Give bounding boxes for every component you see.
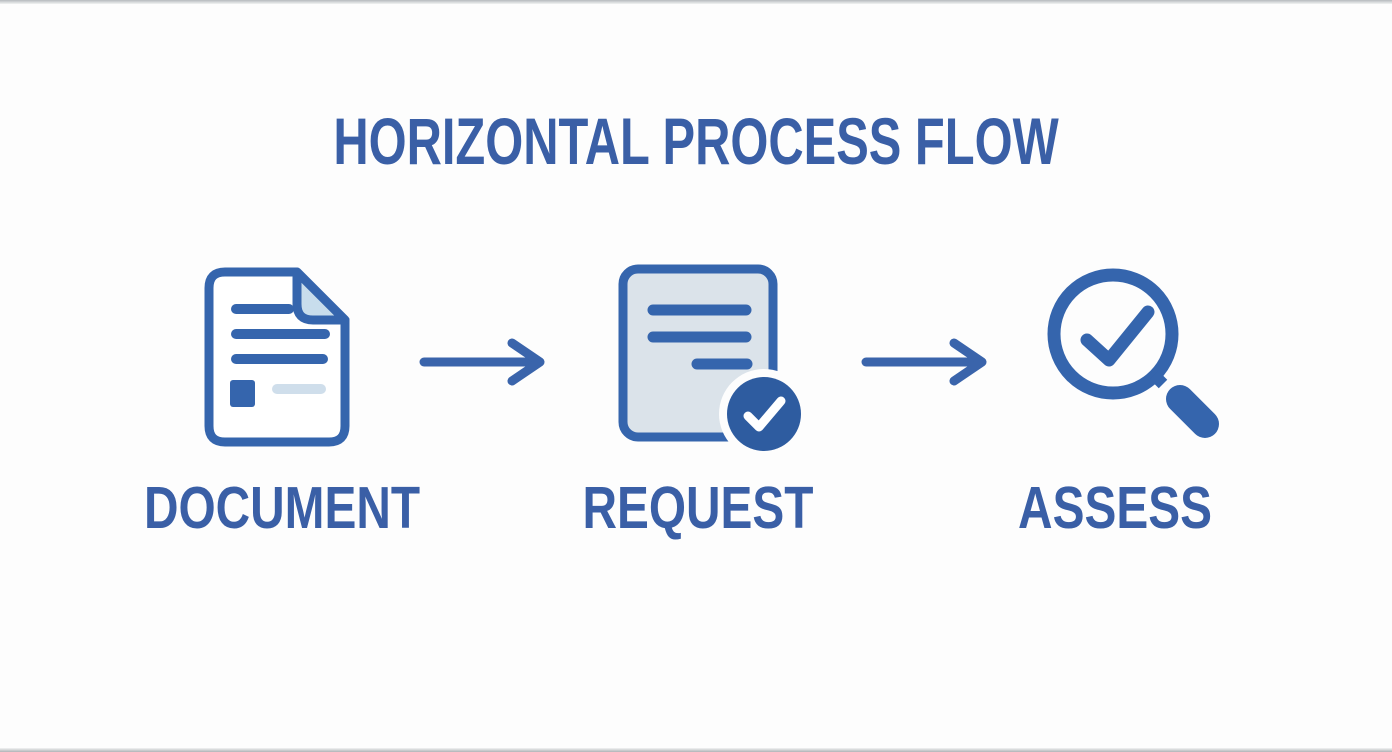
top-edge-line [0, 0, 1392, 4]
step-label-assess: ASSESS [1018, 475, 1212, 541]
step-label-request: REQUEST [582, 475, 814, 541]
page-title: HORIZONTAL PROCESS FLOW [333, 104, 1059, 178]
arrow-right-icon [860, 338, 990, 386]
document-icon [199, 266, 355, 448]
magnifier-check-icon [1040, 262, 1230, 452]
arrow-right-icon [418, 338, 548, 386]
bottom-edge-line [0, 748, 1392, 752]
step-label-document: DOCUMENT [143, 475, 421, 541]
approved-document-icon [614, 260, 814, 460]
